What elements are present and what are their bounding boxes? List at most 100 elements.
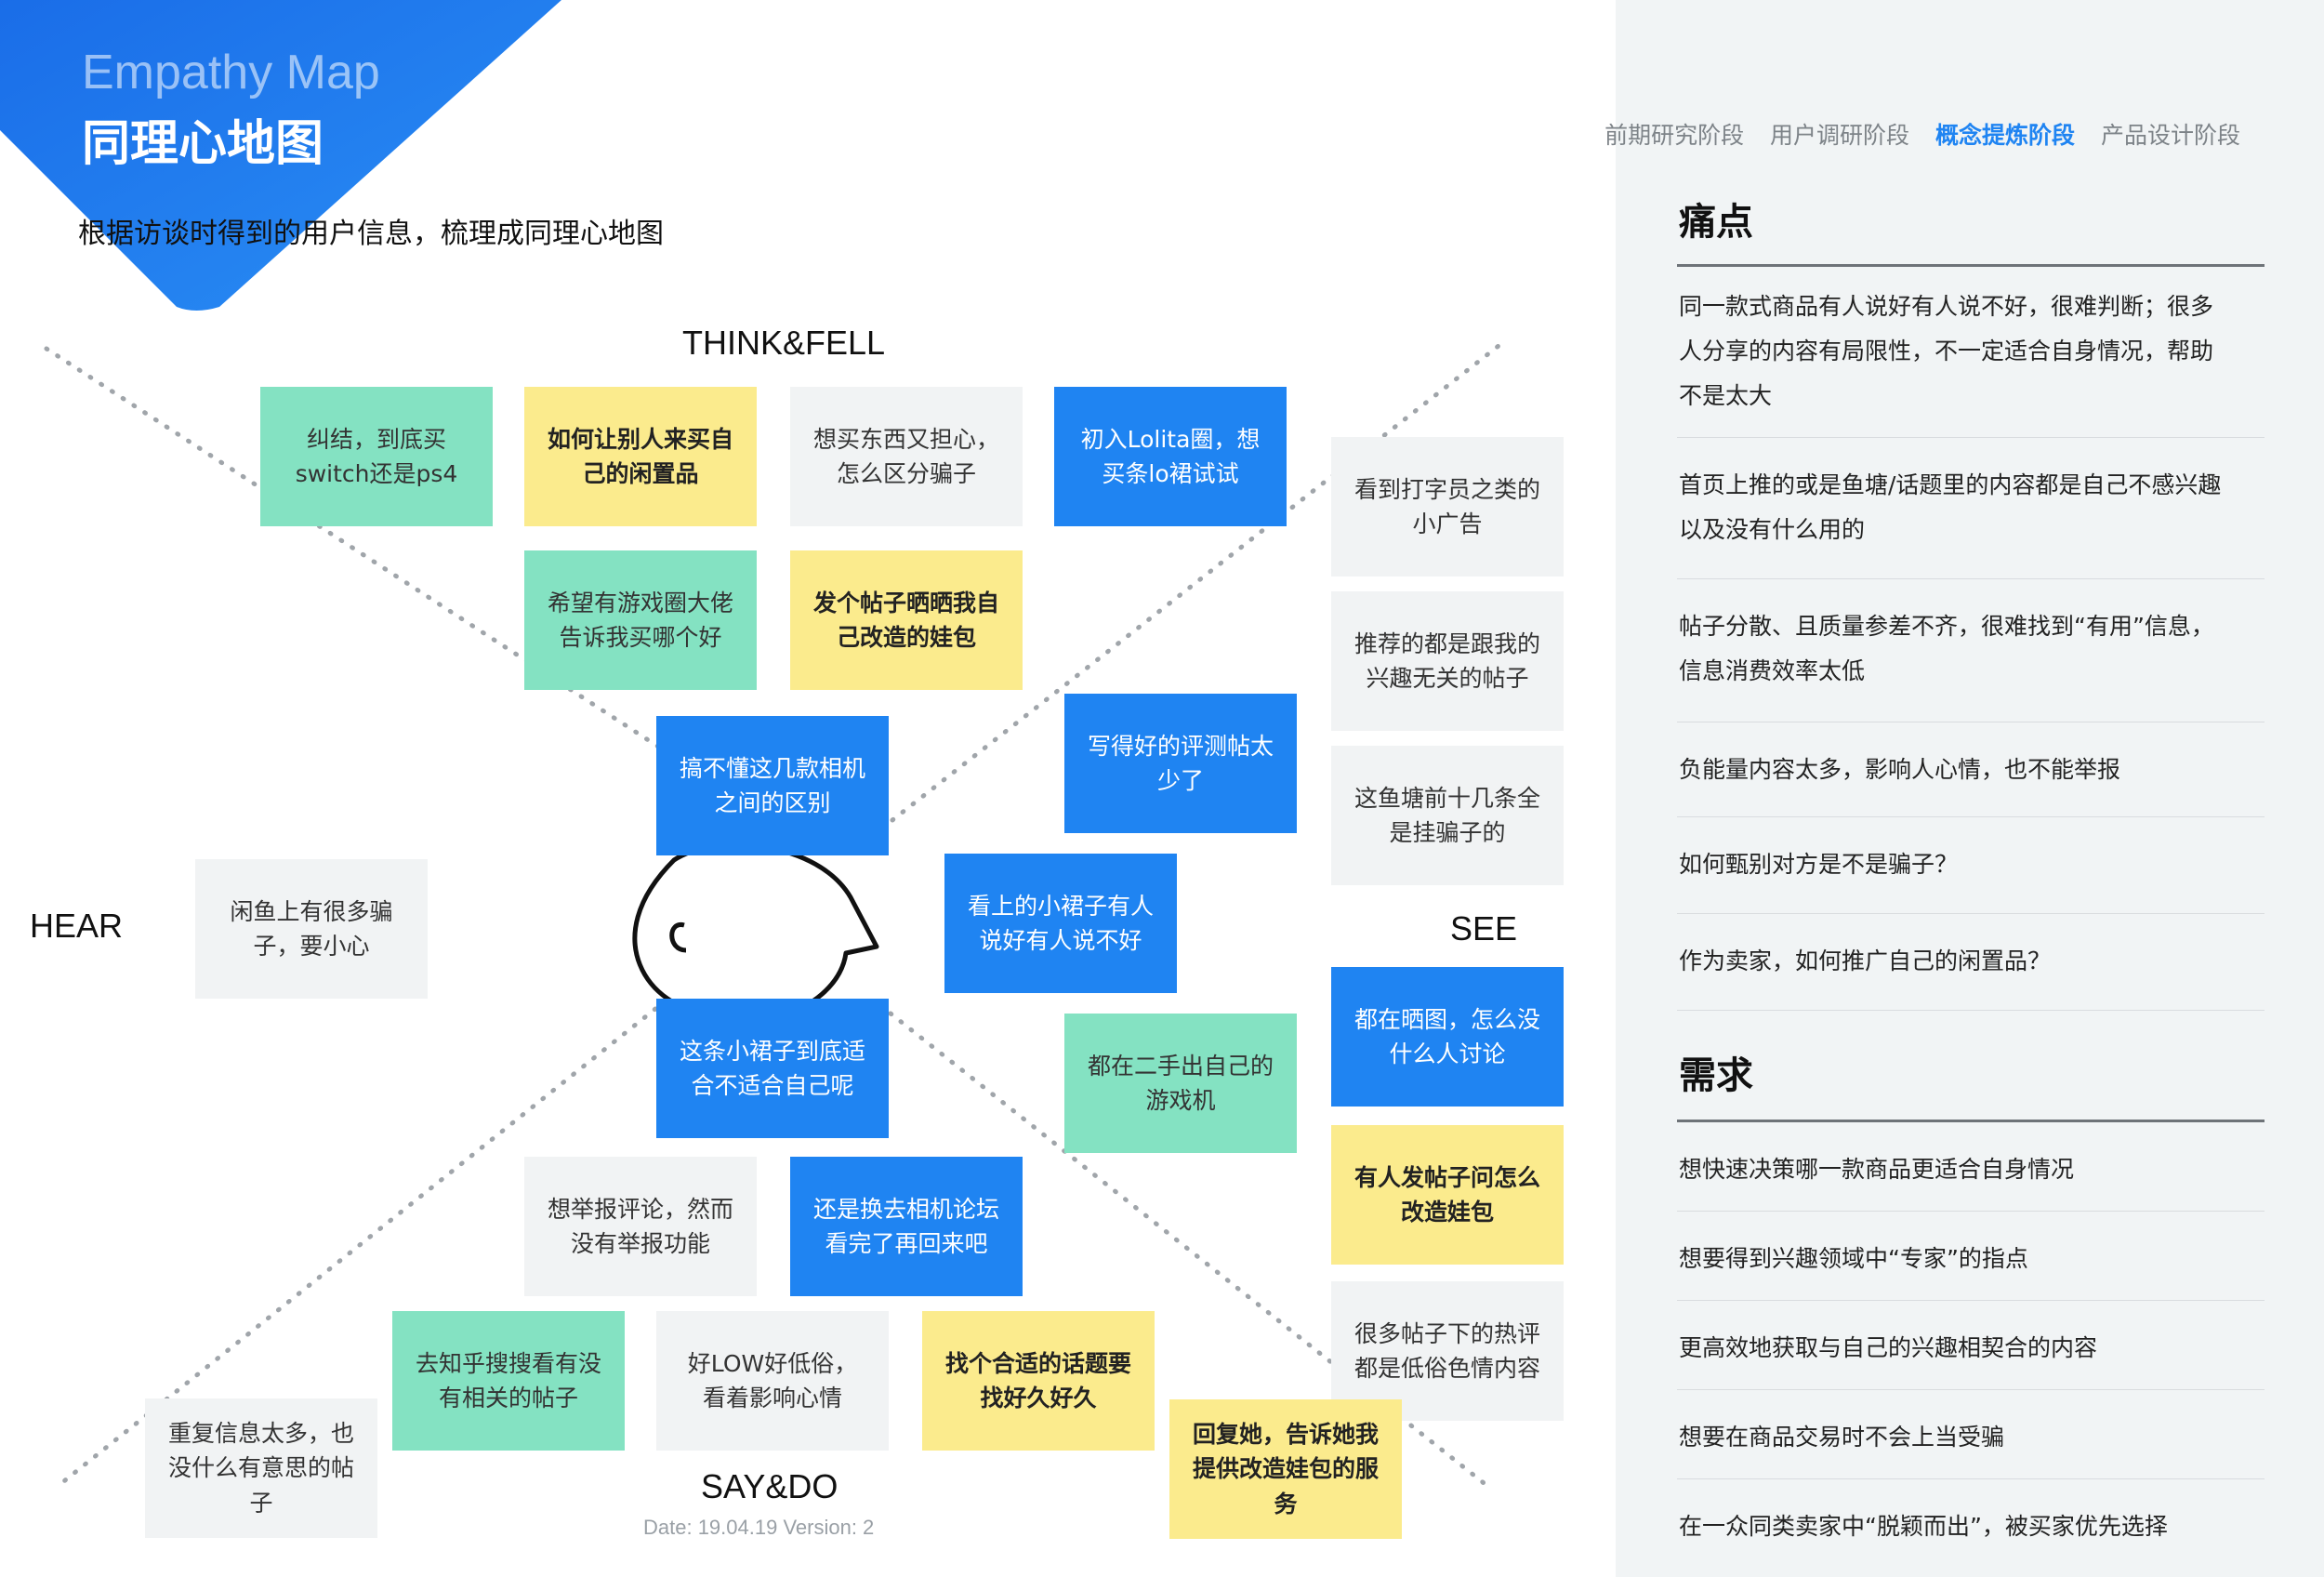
quadrant-label-say: SAY&DO — [701, 1467, 838, 1505]
sticky-note-line: 合不适合自己呢 — [691, 1072, 854, 1099]
sticky-note-line: 重复信息太多，也 — [167, 1419, 354, 1447]
pain-point-item: 首页上推的或是鱼塘/话题里的内容都是自己不感兴趣以及没有什么用的 — [1679, 463, 2266, 552]
quadrant-label-think: THINK&FELL — [682, 324, 886, 362]
need-item: 想快速决策哪一款商品更适合自身情况 — [1679, 1156, 2075, 1183]
sticky-note-line: 看上的小裙子有人 — [967, 892, 1154, 920]
pain-point-item: 如何甄别对方是不是骗子？ — [1679, 842, 2266, 887]
sticky-note-line: 看着影响心情 — [702, 1385, 842, 1411]
sticky-note: 想举报评论，然而没有举报功能 — [524, 1157, 757, 1296]
sticky-note-line: 有人发帖子问怎么 — [1353, 1163, 1540, 1191]
sticky-note-line: 找个合适的话题要 — [944, 1349, 1131, 1377]
sticky-note-text: 这条小裙子到底适合不适合自己呢 — [680, 1034, 865, 1104]
separator — [1677, 816, 2265, 817]
quadrant-label-see: SEE — [1450, 909, 1518, 948]
separator — [1677, 1010, 2265, 1011]
sticky-note-line: 很多帖子下的热评 — [1353, 1319, 1540, 1347]
sticky-note-line: 提供改造娃包的服 — [1192, 1455, 1379, 1483]
separator — [1677, 1211, 2265, 1212]
item-line: 帖子分散、且质量参差不齐，很难找到“有用”信息， — [1679, 613, 2214, 640]
item-line: 同一款式商品有人说好有人说不好，很难判断；很多 — [1679, 293, 2214, 320]
sticky-note: 很多帖子下的热评都是低俗色情内容 — [1331, 1281, 1564, 1421]
needs-title: 需求 — [1679, 1054, 1753, 1097]
pain-point-item: 负能量内容太多，影响人心情，也不能举报 — [1679, 748, 2266, 792]
sticky-note-line: 务 — [1274, 1490, 1298, 1517]
title-chinese: 同理心地图 — [82, 116, 324, 172]
sticky-note-line: 之间的区别 — [714, 789, 831, 816]
sticky-note-line: 想买东西又担心， — [812, 425, 999, 453]
sticky-note-line: 如何让别人来买自 — [547, 425, 733, 453]
item-line: 信息消费效率太低 — [1679, 657, 1866, 684]
sticky-note-text: 都在晒图，怎么没什么人讨论 — [1354, 1002, 1540, 1072]
sticky-note: 有人发帖子问怎么改造娃包 — [1331, 1125, 1564, 1265]
sticky-note-line: 买条lo裙试试 — [1102, 460, 1239, 487]
sticky-note: 都在晒图，怎么没什么人讨论 — [1331, 967, 1564, 1107]
need-item: 在一众同类卖家中“脱颖而出”，被买家优先选择 — [1679, 1513, 2168, 1540]
sticky-note-line: 没什么有意思的帖 — [167, 1454, 354, 1482]
version-date: Date: 19.04.19 Version: 2 — [643, 1516, 875, 1539]
subtitle: 根据访谈时得到的用户信息，梳理成同理心地图 — [78, 218, 664, 250]
sticky-note: 都在二手出自己的游戏机 — [1064, 1014, 1297, 1153]
quadrant-label-hear: HEAR — [30, 907, 124, 945]
sticky-note-line: 都在晒图，怎么没 — [1353, 1005, 1540, 1033]
sticky-note-text: 还是换去相机论坛看完了再回来吧 — [813, 1192, 999, 1262]
sticky-note: 这条小裙子到底适合不适合自己呢 — [656, 999, 889, 1138]
sticky-note-text: 推荐的都是跟我的兴趣无关的帖子 — [1354, 627, 1540, 696]
pain-point-item: 帖子分散、且质量参差不齐，很难找到“有用”信息， 信息消费效率太低 — [1679, 604, 2266, 694]
sticky-note-text: 很多帖子下的热评都是低俗色情内容 — [1354, 1317, 1540, 1386]
sticky-note-line: 子，要小心 — [253, 933, 370, 960]
pain-point-item: 作为卖家，如何推广自己的闲置品？ — [1679, 939, 2266, 984]
sticky-note-line: 看到打字员之类的 — [1353, 475, 1540, 503]
sticky-note-line: 希望有游戏圈大佬 — [547, 589, 733, 616]
sticky-note-line: 子 — [249, 1489, 273, 1517]
sticky-note-line: 这条小裙子到底适 — [679, 1037, 865, 1065]
section-rule — [1677, 264, 2265, 267]
sticky-note: 还是换去相机论坛看完了再回来吧 — [790, 1157, 1023, 1296]
sticky-note: 好LOW好低俗，看着影响心情 — [656, 1311, 889, 1451]
sticky-note-line: 发个帖子晒晒我自 — [812, 589, 999, 616]
sticky-note-line: 去知乎搜搜看有没 — [415, 1349, 601, 1377]
sticky-note-text: 如何让别人来买自己的闲置品 — [548, 422, 733, 492]
sticky-note-line: 找好久好久 — [980, 1385, 1097, 1411]
sticky-note-text: 闲鱼上有很多骗子，要小心 — [230, 895, 392, 964]
sticky-note-text: 有人发帖子问怎么改造娃包 — [1354, 1160, 1540, 1230]
phase-tab[interactable]: 产品设计阶段 — [2100, 122, 2240, 149]
sticky-note: 这鱼塘前十几条全是挂骗子的 — [1331, 746, 1564, 885]
sticky-note: 看上的小裙子有人说好有人说不好 — [944, 854, 1177, 993]
pain-points-title: 痛点 — [1679, 201, 1753, 244]
sticky-note-line: 告诉我买哪个好 — [559, 624, 722, 651]
sticky-note-text: 想买东西又担心，怎么区分骗子 — [813, 422, 999, 492]
sticky-note-line: 初入Lolita圈，想 — [1080, 425, 1261, 453]
sticky-note: 看到打字员之类的小广告 — [1331, 437, 1564, 576]
sticky-note: 希望有游戏圈大佬告诉我买哪个好 — [524, 550, 757, 690]
section-rule — [1677, 1120, 2265, 1122]
phase-nav: 前期研究阶段 用户调研阶段 概念提炼阶段 产品设计阶段 — [1580, 117, 2240, 151]
sticky-note: 初入Lolita圈，想买条lo裙试试 — [1054, 387, 1287, 526]
sticky-note-text: 都在二手出自己的游戏机 — [1088, 1049, 1274, 1119]
sticky-note-line: 推荐的都是跟我的 — [1353, 629, 1540, 657]
sticky-note-line: 什么人讨论 — [1389, 1040, 1506, 1067]
sticky-note-line: 闲鱼上有很多骗 — [230, 897, 393, 925]
sticky-note-line: 没有举报功能 — [570, 1230, 710, 1257]
item-line: 作为卖家，如何推广自己的闲置品？ — [1679, 948, 2052, 974]
phase-tab[interactable]: 前期研究阶段 — [1604, 122, 1745, 149]
sticky-note-line: 是挂骗子的 — [1389, 819, 1506, 846]
separator — [1677, 913, 2265, 914]
separator — [1677, 1389, 2265, 1390]
sticky-note-line: 少了 — [1156, 767, 1204, 794]
separator — [1677, 578, 2265, 579]
item-line: 负能量内容太多，影响人心情，也不能举报 — [1679, 756, 2121, 783]
need-item: 想要得到兴趣领域中“专家”的指点 — [1679, 1245, 2028, 1272]
phase-tab[interactable]: 用户调研阶段 — [1770, 122, 1910, 149]
sticky-note-line: 纠结，到底买 — [306, 425, 446, 453]
sticky-note: 发个帖子晒晒我自己改造的娃包 — [790, 550, 1023, 690]
phase-tab-active[interactable]: 概念提炼阶段 — [1935, 122, 2076, 149]
sticky-note-line: 兴趣无关的帖子 — [1366, 665, 1529, 692]
sticky-note-line: 想举报评论，然而 — [547, 1195, 733, 1223]
header-corner-shape — [0, 0, 561, 311]
sticky-note-line: 有相关的帖子 — [438, 1385, 578, 1411]
sticky-note-line: 改造娃包 — [1400, 1199, 1494, 1226]
sticky-note-text: 希望有游戏圈大佬告诉我买哪个好 — [548, 586, 733, 656]
sticky-note-line: 己的闲置品 — [582, 460, 699, 487]
sticky-note-line: 这鱼塘前十几条全 — [1353, 784, 1540, 812]
